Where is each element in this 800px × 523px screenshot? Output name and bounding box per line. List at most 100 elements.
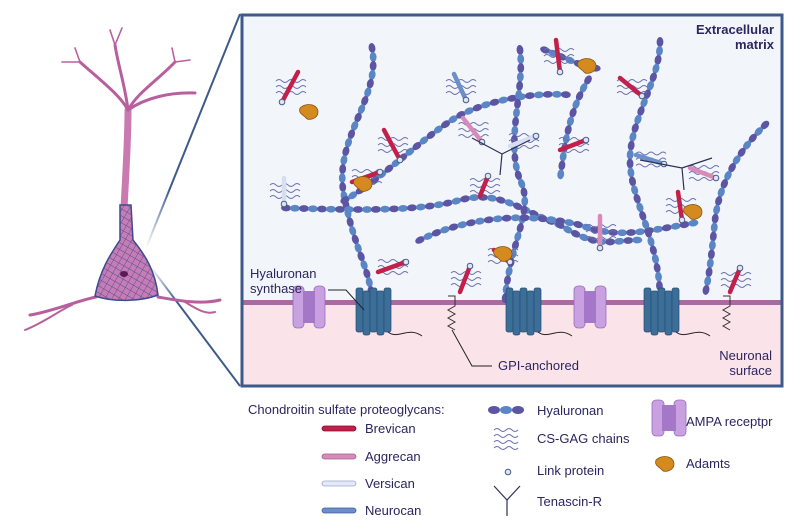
legend-ampa: AMPA receptpr (686, 414, 773, 429)
link-protein (466, 262, 474, 270)
hyaluronan-bead (442, 199, 453, 207)
hyaluronan-bead (640, 97, 648, 108)
cs-gag-chain (616, 91, 648, 95)
ampa-receptor-channel (584, 291, 596, 323)
hyaluronan-bead (566, 116, 574, 127)
hyaluronan-bead (516, 80, 524, 91)
hyaluronan-bead (334, 205, 345, 213)
hyaluronan-bead (720, 179, 729, 189)
hyaluronan-bead (579, 83, 588, 93)
zoom-line-bottom (149, 265, 241, 387)
hyaluronan-bead (642, 219, 650, 230)
hyaluronan-bead (629, 131, 637, 142)
gpi-anchors (446, 295, 732, 331)
hyaluronan-bead (379, 205, 390, 213)
hyaluronan-bead (517, 178, 526, 189)
hyaluronan-bead (614, 237, 625, 245)
synthase-tail (537, 331, 573, 337)
hyaluronan-bead (573, 221, 584, 229)
hyaluronan-bead (512, 116, 519, 127)
synthase-helix (519, 287, 528, 333)
adamts-icon (577, 58, 597, 74)
synthase-label-line2: synthase (250, 281, 303, 296)
hyaluronan-bead (742, 140, 752, 150)
neuron-soma (94, 204, 159, 302)
hyaluronan-bead (517, 62, 525, 73)
hyaluronan-bead (639, 210, 647, 221)
hyaluronan-bead (633, 193, 641, 204)
hyaluronan-bead (361, 206, 372, 213)
hyaluronan-bead (472, 104, 483, 112)
synthase-helix (369, 287, 378, 333)
hyaluronan-bead (558, 160, 566, 171)
hyaluronan-bead (647, 236, 655, 247)
legend-brevican: Brevican (365, 421, 416, 436)
hyaluronan-bead (504, 275, 511, 286)
hyaluronan-bead (346, 217, 354, 228)
cs-gag-chain (377, 137, 409, 141)
hyaluronan-bead (514, 231, 522, 242)
cs-gag-chain (635, 151, 667, 156)
hyaluronan-bead (365, 277, 373, 288)
hyaluronan-bead (406, 204, 417, 212)
hyaluronan-bead (636, 202, 644, 213)
synthase-helix (505, 287, 514, 333)
hyaluronan-bead (652, 225, 663, 233)
hyaluronan-bead (709, 231, 717, 242)
hyaluronan-bead (617, 229, 628, 237)
hyaluronan-bead (489, 98, 500, 106)
link-protein (556, 68, 564, 76)
link-protein (638, 92, 646, 100)
hyaluronan-bead (748, 133, 757, 143)
hyaluronan-bead (635, 228, 646, 236)
hyaluronan-bead (649, 72, 657, 83)
hyaluronan-bead (559, 151, 567, 162)
synthase-helix (383, 287, 392, 333)
hyaluronan-bead (513, 107, 520, 118)
hyaluronan-bead (655, 271, 662, 282)
hyaluronan-bead (440, 226, 450, 234)
neurocan-proteoglycan (633, 152, 667, 167)
cs-gag-chain (275, 79, 307, 83)
hyaluronan-bead (516, 71, 524, 82)
hyaluronan-bead (397, 205, 408, 212)
hyaluronan-bead (423, 232, 433, 240)
hyaluronan-bead (528, 214, 539, 222)
link-protein (712, 174, 720, 182)
hyaluronan-bead (354, 243, 362, 253)
hyaluronan-bead (519, 214, 530, 222)
brevican-proteoglycan (457, 263, 473, 295)
hyaluronan-bead (415, 236, 425, 244)
hyaluronan-bead (626, 149, 634, 160)
brevican-proteoglycan (553, 37, 563, 75)
synthase-helix (533, 287, 542, 333)
aggrecan-proteoglycan (687, 165, 719, 181)
brevican-proteoglycan (477, 173, 491, 199)
brevican-proteoglycan (675, 189, 685, 223)
hyaluronan-bead (737, 147, 746, 157)
hyaluronan-bead (656, 45, 663, 56)
legend-link-protein: Link protein (537, 463, 605, 478)
hyaluronan-bead (717, 187, 725, 198)
hyaluronan-bead (575, 91, 584, 101)
link-protein (396, 156, 404, 164)
hyaluronan-bead (754, 127, 763, 136)
hyaluronan-bead (579, 233, 589, 242)
hyaluronan-bead (412, 141, 422, 151)
link-protein (462, 96, 470, 104)
hyaluronan-bead (511, 125, 519, 136)
cs-gag-chain (688, 165, 720, 169)
hyaluronan-bead (451, 197, 462, 205)
link-protein (484, 172, 492, 180)
hyaluronan-bead (713, 204, 721, 215)
hyaluronan-bead (632, 236, 643, 244)
versican-proteoglycan (507, 133, 539, 149)
hyaluronan-bead (357, 104, 366, 114)
hyaluronan-bead (507, 94, 518, 102)
adamts-enzymes (299, 58, 703, 262)
hyaluronan-bead (516, 222, 524, 233)
legend-cs-gag: CS-GAG chains (537, 431, 630, 446)
hyaluronan-bead (340, 196, 350, 204)
link-protein (582, 136, 590, 144)
